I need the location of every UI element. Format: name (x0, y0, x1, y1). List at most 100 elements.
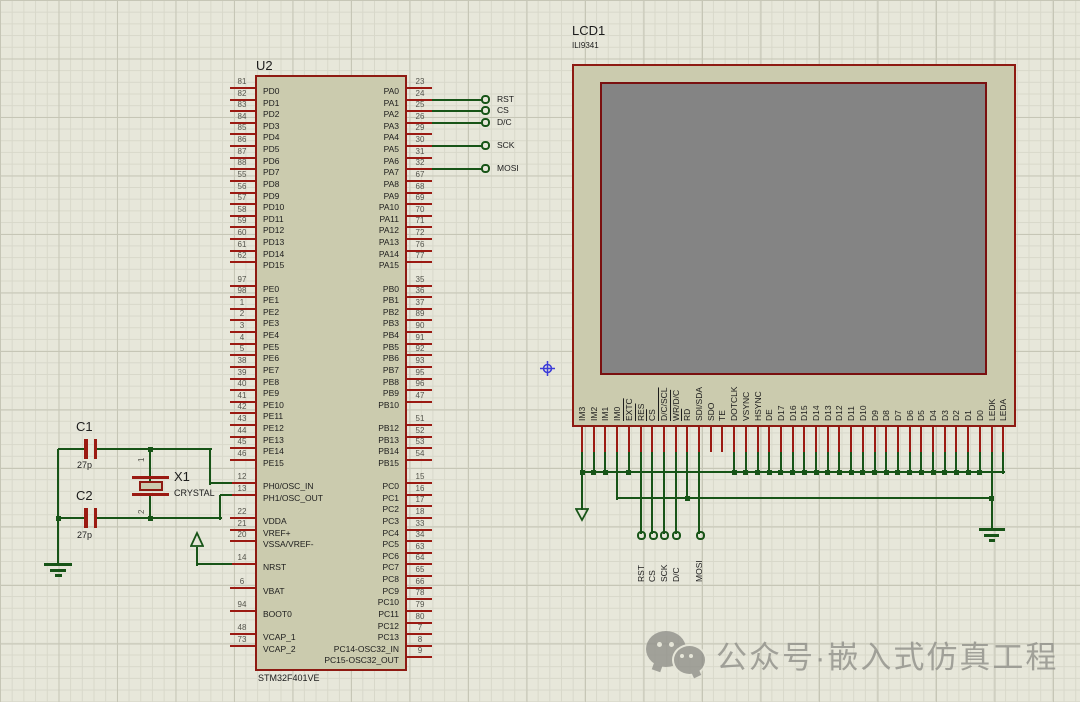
wire[interactable] (861, 452, 864, 474)
earth-ground-symbol[interactable] (984, 534, 999, 537)
wire[interactable] (432, 98, 483, 101)
ground-symbol[interactable] (574, 508, 590, 522)
pin-stub (230, 191, 255, 194)
terminal-sck[interactable] (481, 141, 490, 151)
wire[interactable] (58, 448, 86, 450)
wire[interactable] (967, 452, 970, 474)
crystal-plate[interactable] (132, 493, 169, 496)
terminal-cs[interactable] (481, 106, 490, 116)
wire[interactable] (58, 517, 86, 519)
wire[interactable] (674, 452, 677, 534)
wire[interactable] (662, 452, 665, 534)
wire[interactable] (779, 452, 782, 474)
wire[interactable] (581, 472, 583, 510)
capacitor-c1-plate[interactable] (93, 439, 97, 459)
wire[interactable] (196, 547, 198, 566)
wire[interactable] (885, 452, 888, 474)
capacitor-c2-plate[interactable] (93, 508, 97, 528)
wire[interactable] (896, 452, 899, 474)
lcd-screen[interactable] (600, 82, 987, 375)
pin-number: 96 (415, 379, 425, 389)
wire[interactable] (768, 452, 771, 474)
wire[interactable] (220, 494, 232, 496)
wire[interactable] (1002, 452, 1005, 474)
lcd-terminal-dc[interactable] (672, 531, 682, 540)
wire[interactable] (432, 168, 483, 171)
junction-dot (801, 469, 807, 475)
wire[interactable] (908, 452, 911, 474)
pin-stub (230, 98, 255, 101)
wire[interactable] (604, 452, 607, 474)
wire[interactable] (149, 449, 151, 481)
wire[interactable] (873, 452, 876, 474)
wire[interactable] (733, 452, 736, 474)
lcd-pin-label: D15 (799, 405, 810, 421)
wire[interactable] (149, 495, 151, 520)
wire[interactable] (639, 452, 642, 534)
wire[interactable] (803, 452, 806, 474)
wire[interactable] (210, 482, 232, 484)
wire[interactable] (97, 517, 222, 519)
junction-dot (930, 469, 936, 475)
pin-stub (230, 389, 255, 392)
pin-stub (407, 540, 432, 543)
pin-stub (967, 427, 970, 452)
terminal-dc[interactable] (481, 117, 490, 127)
wire[interactable] (219, 495, 221, 520)
lcd-terminal-mosi[interactable] (695, 531, 705, 540)
wire[interactable] (990, 452, 993, 530)
mcu-body[interactable] (255, 75, 407, 671)
earth-ground-symbol[interactable] (50, 569, 66, 572)
terminal-mosi[interactable] (481, 164, 490, 174)
wire[interactable] (920, 452, 923, 474)
pin-number: 95 (415, 367, 425, 377)
wire[interactable] (592, 452, 595, 474)
earth-ground-symbol[interactable] (55, 574, 62, 577)
capacitor-c1-plate[interactable] (84, 439, 88, 459)
earth-ground-symbol[interactable] (44, 563, 72, 566)
terminal-rst[interactable] (481, 94, 490, 104)
pin-stub (756, 427, 759, 452)
wire[interactable] (432, 145, 483, 148)
origin-marker-icon[interactable] (540, 361, 555, 376)
pin-stub (230, 145, 255, 148)
wire[interactable] (57, 449, 59, 565)
wire[interactable] (744, 452, 747, 474)
wire[interactable] (826, 452, 829, 474)
wire[interactable] (627, 452, 630, 474)
pin-number: 86 (237, 135, 247, 145)
wire[interactable] (838, 452, 841, 474)
pin-stub (230, 528, 255, 531)
wire[interactable] (978, 452, 981, 474)
wire[interactable] (616, 452, 619, 500)
pin-number: 18 (415, 506, 425, 516)
ground-rail-2[interactable] (617, 497, 994, 499)
wire[interactable] (432, 110, 483, 113)
lcd-terminal-rst[interactable] (637, 531, 646, 540)
crystal-x1-body[interactable] (139, 481, 163, 491)
lcd-pin-label: D17 (775, 405, 786, 421)
power-symbol[interactable] (189, 530, 205, 547)
wire[interactable] (97, 448, 212, 450)
wire[interactable] (791, 452, 794, 474)
wire[interactable] (932, 452, 934, 474)
lcd-terminal-cs[interactable] (648, 531, 658, 540)
wire[interactable] (197, 563, 232, 565)
crystal-plate[interactable] (132, 476, 169, 479)
earth-ground-symbol[interactable] (988, 539, 995, 542)
wire[interactable] (698, 452, 700, 534)
lcd-terminal-sck[interactable] (660, 531, 670, 540)
wire[interactable] (943, 452, 946, 474)
wire[interactable] (815, 452, 817, 474)
wire[interactable] (686, 452, 689, 500)
wire[interactable] (850, 452, 853, 474)
capacitor-c2-plate[interactable] (84, 508, 88, 528)
wire[interactable] (651, 452, 654, 534)
wire[interactable] (432, 121, 483, 124)
wire[interactable] (756, 452, 759, 474)
wire[interactable] (955, 452, 958, 474)
terminal-label: MOSI (497, 163, 519, 174)
pin-stub (407, 133, 432, 136)
wire[interactable] (209, 449, 211, 485)
wire[interactable] (581, 452, 583, 474)
